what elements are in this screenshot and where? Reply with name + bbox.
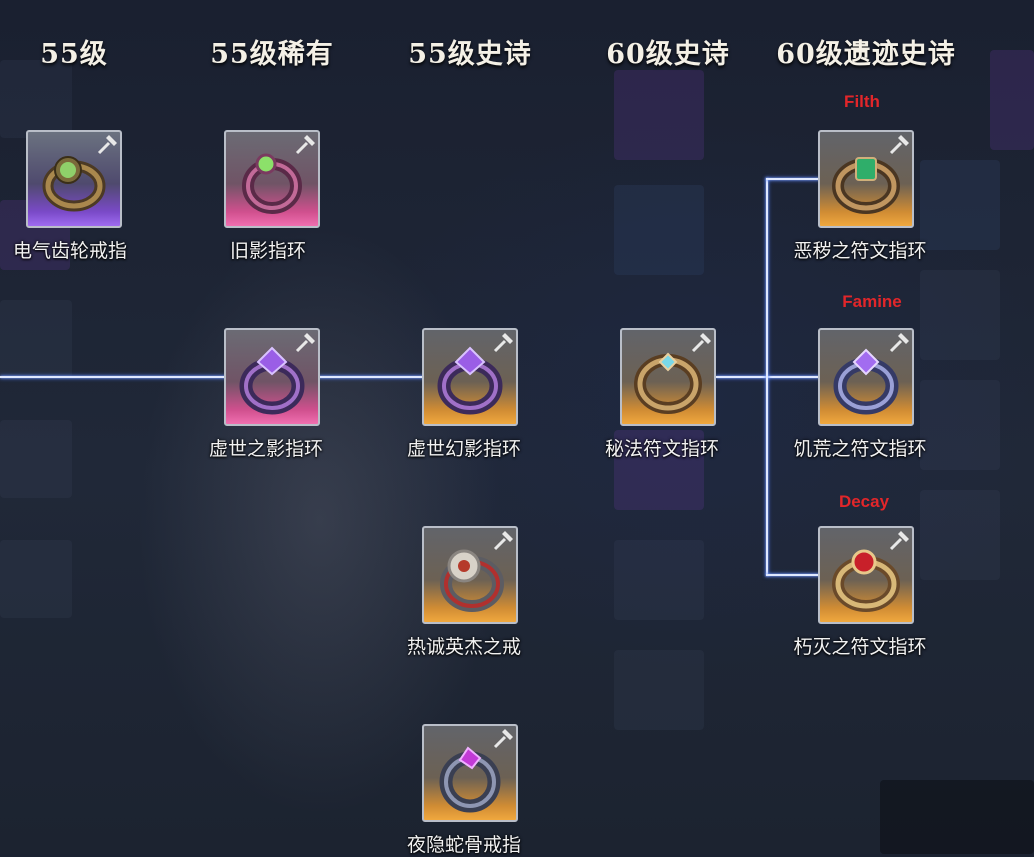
tag-famine: Famine (842, 292, 902, 311)
connector-line (716, 376, 820, 378)
item-old-shadow-ring[interactable] (224, 130, 320, 228)
item-electric-gear-ring[interactable] (26, 130, 122, 228)
item-arcane-rune-ring[interactable] (620, 328, 716, 426)
hammer-icon (493, 333, 513, 353)
ring-icon (634, 352, 702, 414)
hammer-icon (889, 531, 909, 551)
column-header-60-relic-epic: 60级遗迹史诗 (776, 39, 956, 70)
connector-line (766, 574, 820, 576)
item-zealous-hero-ring[interactable] (422, 526, 518, 624)
item-famine-rune-ring[interactable] (818, 328, 914, 426)
column-header-60-epic: 60级史诗 (606, 39, 730, 70)
item-decay-rune-ring[interactable] (818, 526, 914, 624)
ring-icon (242, 153, 302, 214)
item-label: 电气齿轮戒指 (12, 240, 128, 262)
hammer-icon (493, 531, 513, 551)
ring-icon (833, 348, 899, 415)
bg-slot (614, 185, 704, 275)
column-header-55-epic: 55级史诗 (408, 39, 532, 70)
item-label: 虚世幻影指环 (406, 438, 522, 460)
connector-line (318, 376, 424, 378)
ring-icon (832, 157, 900, 214)
hammer-icon (889, 135, 909, 155)
item-label: 夜隐蛇骨戒指 (406, 834, 522, 856)
item-night-serpent-ring[interactable] (422, 724, 518, 822)
hammer-icon (493, 729, 513, 749)
bg-slot (614, 430, 704, 510)
bg-slot (0, 300, 72, 378)
column-header-55: 55级 (40, 39, 108, 70)
connector-line (766, 178, 768, 576)
bg-slot (920, 160, 1000, 250)
ring-icon (239, 346, 305, 415)
bg-slot (920, 380, 1000, 470)
ring-icon (439, 746, 501, 813)
item-label: 旧影指环 (229, 240, 307, 262)
ring-icon (437, 346, 503, 415)
item-label: 朽灭之符文指环 (793, 636, 927, 658)
bg-slot (0, 420, 72, 498)
hammer-icon (691, 333, 711, 353)
tag-filth: Filth (844, 92, 880, 111)
ring-icon (440, 549, 504, 612)
item-label: 虚世之影指环 (208, 438, 324, 460)
item-label: 恶秽之符文指环 (793, 240, 927, 262)
bg-slot (614, 70, 704, 160)
connector-line (766, 178, 820, 180)
item-void-shadow-ring[interactable] (224, 328, 320, 426)
ring-icon (832, 549, 900, 612)
hammer-icon (295, 135, 315, 155)
item-void-phantom-ring[interactable] (422, 328, 518, 426)
hammer-icon (97, 135, 117, 155)
bg-slot (990, 50, 1034, 150)
connector-line (0, 376, 228, 378)
bg-slot (880, 780, 1034, 854)
hammer-icon (295, 333, 315, 353)
bg-slot (920, 490, 1000, 580)
column-header-55-rare: 55级稀有 (210, 39, 334, 70)
tag-decay: Decay (838, 492, 890, 511)
bg-slot (614, 650, 704, 730)
bg-slot (0, 60, 72, 138)
bg-slot (614, 540, 704, 620)
item-label: 秘法符文指环 (604, 438, 720, 460)
bg-slot (920, 270, 1000, 360)
item-label: 饥荒之符文指环 (793, 438, 927, 460)
bg-slot (0, 540, 72, 618)
hammer-icon (889, 333, 909, 353)
item-filth-rune-ring[interactable] (818, 130, 914, 228)
item-label: 热诚英杰之戒 (406, 636, 522, 658)
ring-icon (42, 156, 106, 212)
